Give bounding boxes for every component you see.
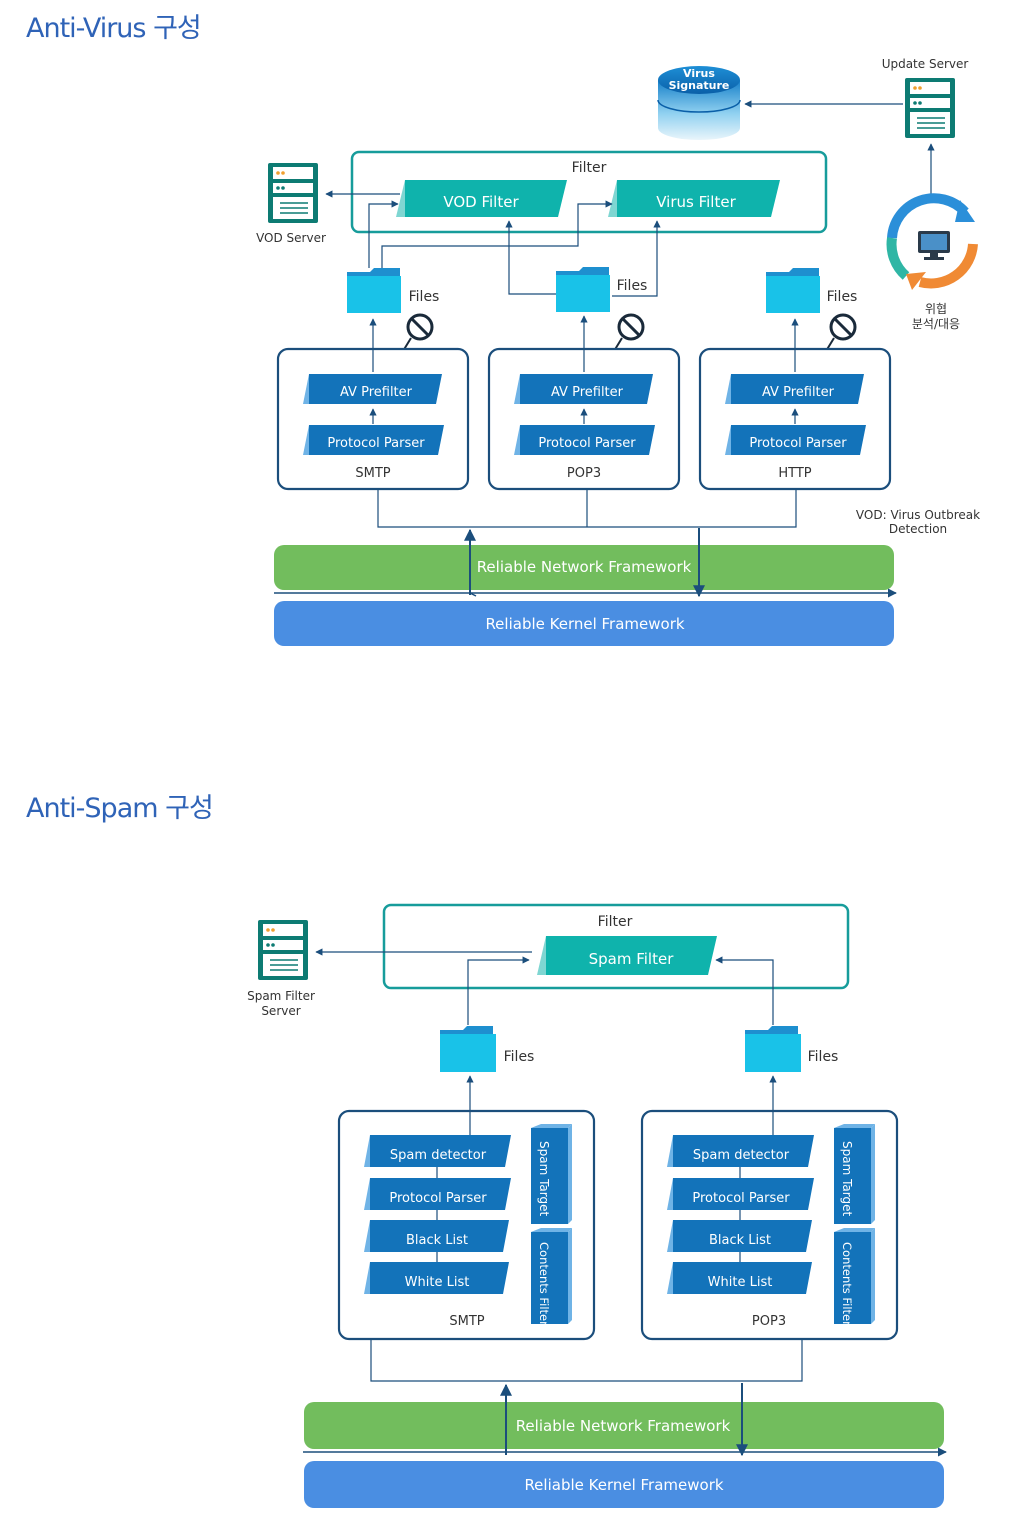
av-prefilter-label: AV Prefilter — [762, 385, 835, 400]
black-list-block: Black List — [364, 1220, 509, 1252]
antivirus-title: Anti-Virus 구성 — [26, 13, 202, 44]
av-prefilter-label: AV Prefilter — [551, 385, 624, 400]
black-list-label: Black List — [406, 1233, 468, 1248]
vod-note-line2: Detection — [889, 522, 947, 536]
protocol-parser-block: Protocol Parser — [667, 1178, 814, 1210]
spam-filter-label: Spam Filter — [589, 950, 675, 968]
server-icon — [905, 78, 955, 138]
black-list-label: Black List — [709, 1233, 771, 1248]
white-list-label: White List — [708, 1275, 773, 1290]
database-icon: Virus Signature — [657, 66, 741, 140]
spam-detector-block: Spam detector — [667, 1135, 814, 1167]
virus-filter-label: Virus Filter — [656, 193, 736, 211]
spam-target-label: Spam Target — [537, 1141, 551, 1217]
module-pop3: AV Prefilter Protocol Parser POP3 — [487, 315, 681, 491]
protocol-parser-label: Protocol Parser — [389, 1191, 487, 1206]
block-icon — [388, 313, 434, 375]
threat-line2: 분석/대응 — [912, 317, 960, 331]
module-http: AV Prefilter Protocol Parser HTTP — [698, 318, 892, 491]
virus-filter-block: Virus Filter — [608, 180, 780, 217]
files-label: Files — [504, 1049, 535, 1065]
spam-detector-block: Spam detector — [364, 1135, 511, 1167]
kernel-framework-bar — [274, 601, 894, 646]
virus-signature-line2: Signature — [669, 79, 730, 92]
folder-icon — [556, 267, 610, 312]
threat-line1: 위협 — [925, 302, 947, 316]
antivirus-diagram: Filter VOD Filter Virus Filter Virus Sig… — [256, 57, 980, 646]
kernel-framework-bar — [304, 1461, 944, 1508]
antispam-diagram: Filter Spam Filter Spam Filter Server Fi… — [247, 903, 947, 1508]
files-label: Files — [808, 1049, 839, 1065]
spam-detector-label: Spam detector — [390, 1148, 487, 1163]
folder-icon — [745, 1026, 801, 1072]
kernel-framework-label: Reliable Kernel Framework — [524, 1476, 723, 1494]
vod-note-line1: VOD: Virus Outbreak — [856, 508, 980, 522]
module-name: SMTP — [355, 466, 390, 481]
cycle-icon — [886, 193, 978, 290]
folder-icon — [440, 1026, 496, 1072]
spam-filter-block: Spam Filter — [537, 936, 717, 975]
filter-label: Filter — [598, 914, 633, 930]
protocol-parser-label: Protocol Parser — [692, 1191, 790, 1206]
protocol-parser-label: Protocol Parser — [327, 436, 425, 451]
vod-filter-label: VOD Filter — [443, 193, 519, 211]
spam-target-block: Spam Target — [834, 1124, 875, 1224]
antispam-title: Anti-Spam 구성 — [26, 793, 214, 824]
network-framework-bar — [274, 545, 894, 590]
update-server-label: Update Server — [882, 57, 969, 71]
server-icon — [258, 920, 308, 980]
spam-server-line1: Spam Filter — [247, 989, 315, 1003]
av-prefilter-label: AV Prefilter — [340, 385, 413, 400]
files-label: Files — [617, 278, 648, 294]
monitor-icon — [918, 231, 950, 260]
white-list-block: White List — [667, 1262, 812, 1294]
contents-filter-block: Contents Filter — [834, 1228, 875, 1326]
vod-filter-block: VOD Filter — [396, 180, 567, 217]
module-smtp: Spam detector Protocol Parser Black List… — [337, 1075, 596, 1341]
module-name: POP3 — [752, 1314, 786, 1329]
network-framework-label: Reliable Network Framework — [477, 558, 692, 576]
network-framework-label: Reliable Network Framework — [516, 1417, 731, 1435]
white-list-label: White List — [405, 1275, 470, 1290]
spam-target-block: Spam Target — [531, 1124, 572, 1224]
spam-detector-label: Spam detector — [693, 1148, 790, 1163]
module-smtp: AV Prefilter Protocol Parser SMTP — [276, 318, 470, 491]
folder-icon — [347, 268, 401, 313]
kernel-framework-label: Reliable Kernel Framework — [485, 615, 684, 633]
files-label: Files — [409, 289, 440, 305]
filter-label: Filter — [572, 160, 607, 176]
spam-target-label: Spam Target — [840, 1141, 854, 1217]
module-name: SMTP — [449, 1314, 484, 1329]
contents-filter-label: Contents Filter — [537, 1242, 551, 1326]
module-pop3: Spam detector Protocol Parser Black List… — [640, 1075, 899, 1341]
vod-server-label: VOD Server — [256, 231, 326, 245]
black-list-block: Black List — [667, 1220, 812, 1252]
server-icon — [268, 163, 318, 223]
protocol-parser-block: Protocol Parser — [364, 1178, 511, 1210]
files-label: Files — [827, 289, 858, 305]
module-name: HTTP — [778, 466, 811, 481]
module-name: POP3 — [567, 466, 601, 481]
protocol-parser-label: Protocol Parser — [749, 436, 847, 451]
folder-icon — [766, 268, 820, 313]
virus-signature-line1: Virus — [683, 67, 715, 80]
contents-filter-block: Contents Filter — [531, 1228, 572, 1326]
contents-filter-label: Contents Filter — [840, 1242, 854, 1326]
spam-server-line2: Server — [261, 1004, 300, 1018]
white-list-block: White List — [364, 1262, 509, 1294]
network-framework-bar — [304, 1402, 944, 1449]
protocol-parser-label: Protocol Parser — [538, 436, 636, 451]
